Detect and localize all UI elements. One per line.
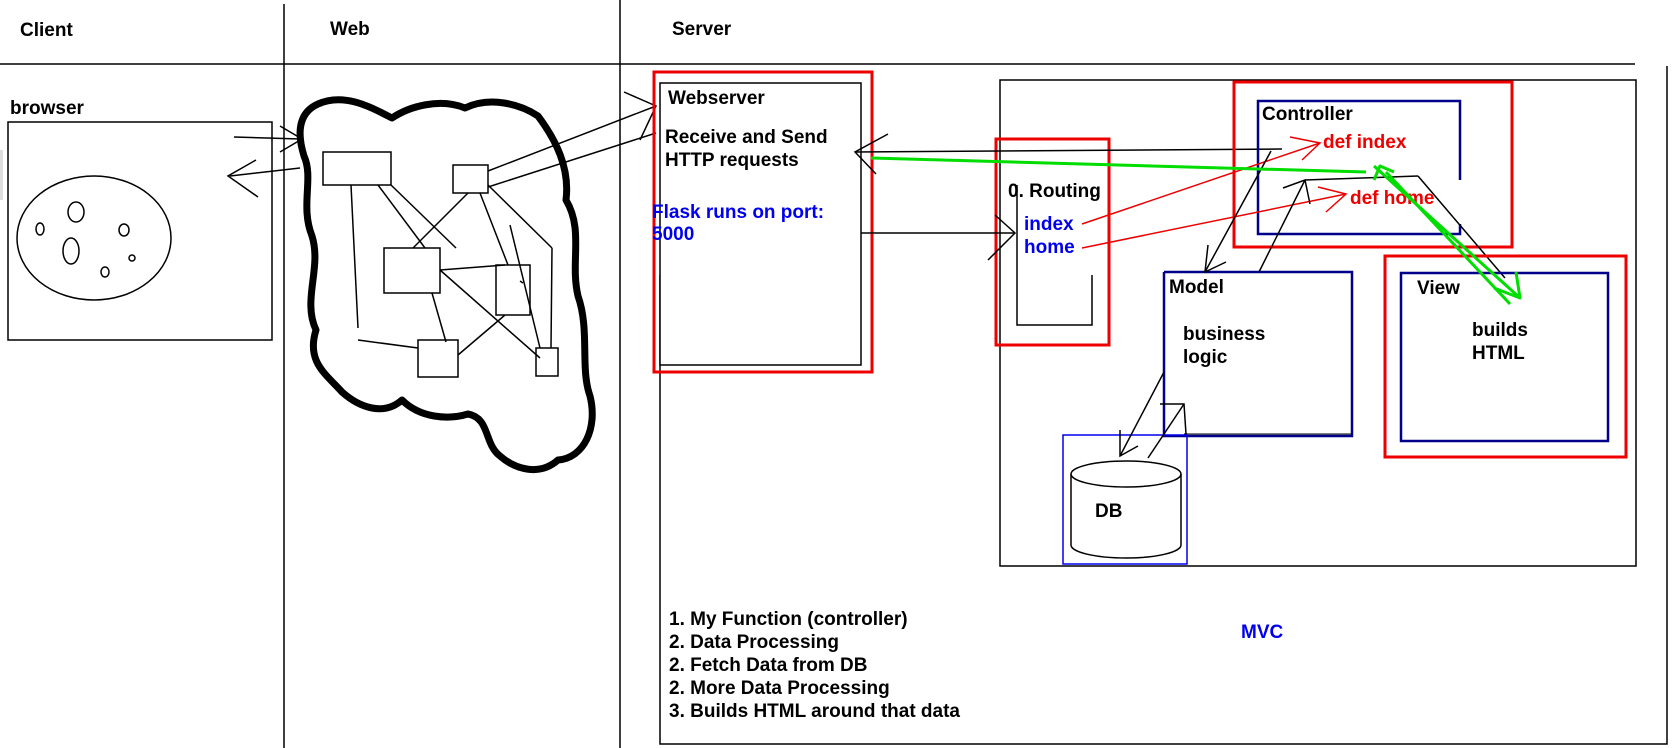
processing-step: 2. Fetch Data from DB (669, 655, 867, 676)
mvc-box (999, 79, 1637, 567)
db-highlight (1062, 434, 1188, 565)
view-box (1399, 271, 1610, 443)
controller-model-arrows (1204, 150, 1506, 279)
controller-func-home: def home (1350, 188, 1434, 209)
webserver-routing-arrows (853, 133, 1283, 261)
view-desc-line1: builds (1472, 320, 1528, 341)
web-server-arrows (487, 91, 658, 188)
processing-step: 1. My Function (controller) (669, 609, 908, 630)
route-home: home (1024, 237, 1075, 258)
webserver-highlight (652, 70, 874, 374)
db-cylinder (1070, 460, 1182, 559)
client-web-arrows (226, 125, 304, 198)
webserver-desc-line1: Receive and Send (665, 127, 828, 148)
db-label: DB (1095, 501, 1122, 522)
column-header-client: Client (20, 20, 73, 41)
flask-port-line2: 5000 (652, 224, 694, 245)
controller-func-index: def index (1323, 132, 1407, 153)
webserver-title: Webserver (668, 88, 765, 109)
left-edge-stub (0, 150, 3, 200)
column-header-web: Web (330, 19, 370, 40)
controller-highlight (1232, 80, 1514, 249)
browser-globe (16, 175, 172, 301)
server-frame (659, 66, 1668, 745)
route-to-function-arrows (1081, 136, 1348, 249)
view-title: View (1417, 278, 1460, 299)
network-links (350, 184, 553, 359)
model-db-arrows (1119, 371, 1187, 459)
model-title: Model (1169, 277, 1224, 298)
model-box (1162, 270, 1354, 438)
flask-port-line1: Flask runs on port: (652, 202, 824, 223)
processing-step: 2. More Data Processing (669, 678, 890, 699)
routing-box (1016, 185, 1093, 326)
network-nodes (322, 151, 559, 378)
webserver-box (659, 82, 862, 366)
mvc-label: MVC (1241, 622, 1284, 643)
route-index: index (1024, 214, 1074, 235)
browser-box (7, 121, 273, 341)
browser-label: browser (10, 98, 85, 119)
view-highlight (1383, 254, 1628, 459)
internet-cloud (296, 96, 596, 474)
response-path-arrows (870, 156, 1522, 306)
webserver-desc-line2: HTTP requests (665, 150, 799, 171)
controller-title: Controller (1262, 104, 1353, 125)
model-desc-line2: logic (1183, 347, 1228, 368)
processing-step: 2. Data Processing (669, 632, 839, 653)
processing-steps-list: 1. My Function (controller) 2. Data Proc… (669, 609, 960, 722)
column-header-server: Server (672, 19, 732, 40)
routing-title: 0. Routing (1008, 181, 1101, 202)
processing-step: 3. Builds HTML around that data (669, 701, 960, 722)
model-desc-line1: business (1183, 324, 1265, 345)
view-desc-line2: HTML (1472, 343, 1525, 364)
